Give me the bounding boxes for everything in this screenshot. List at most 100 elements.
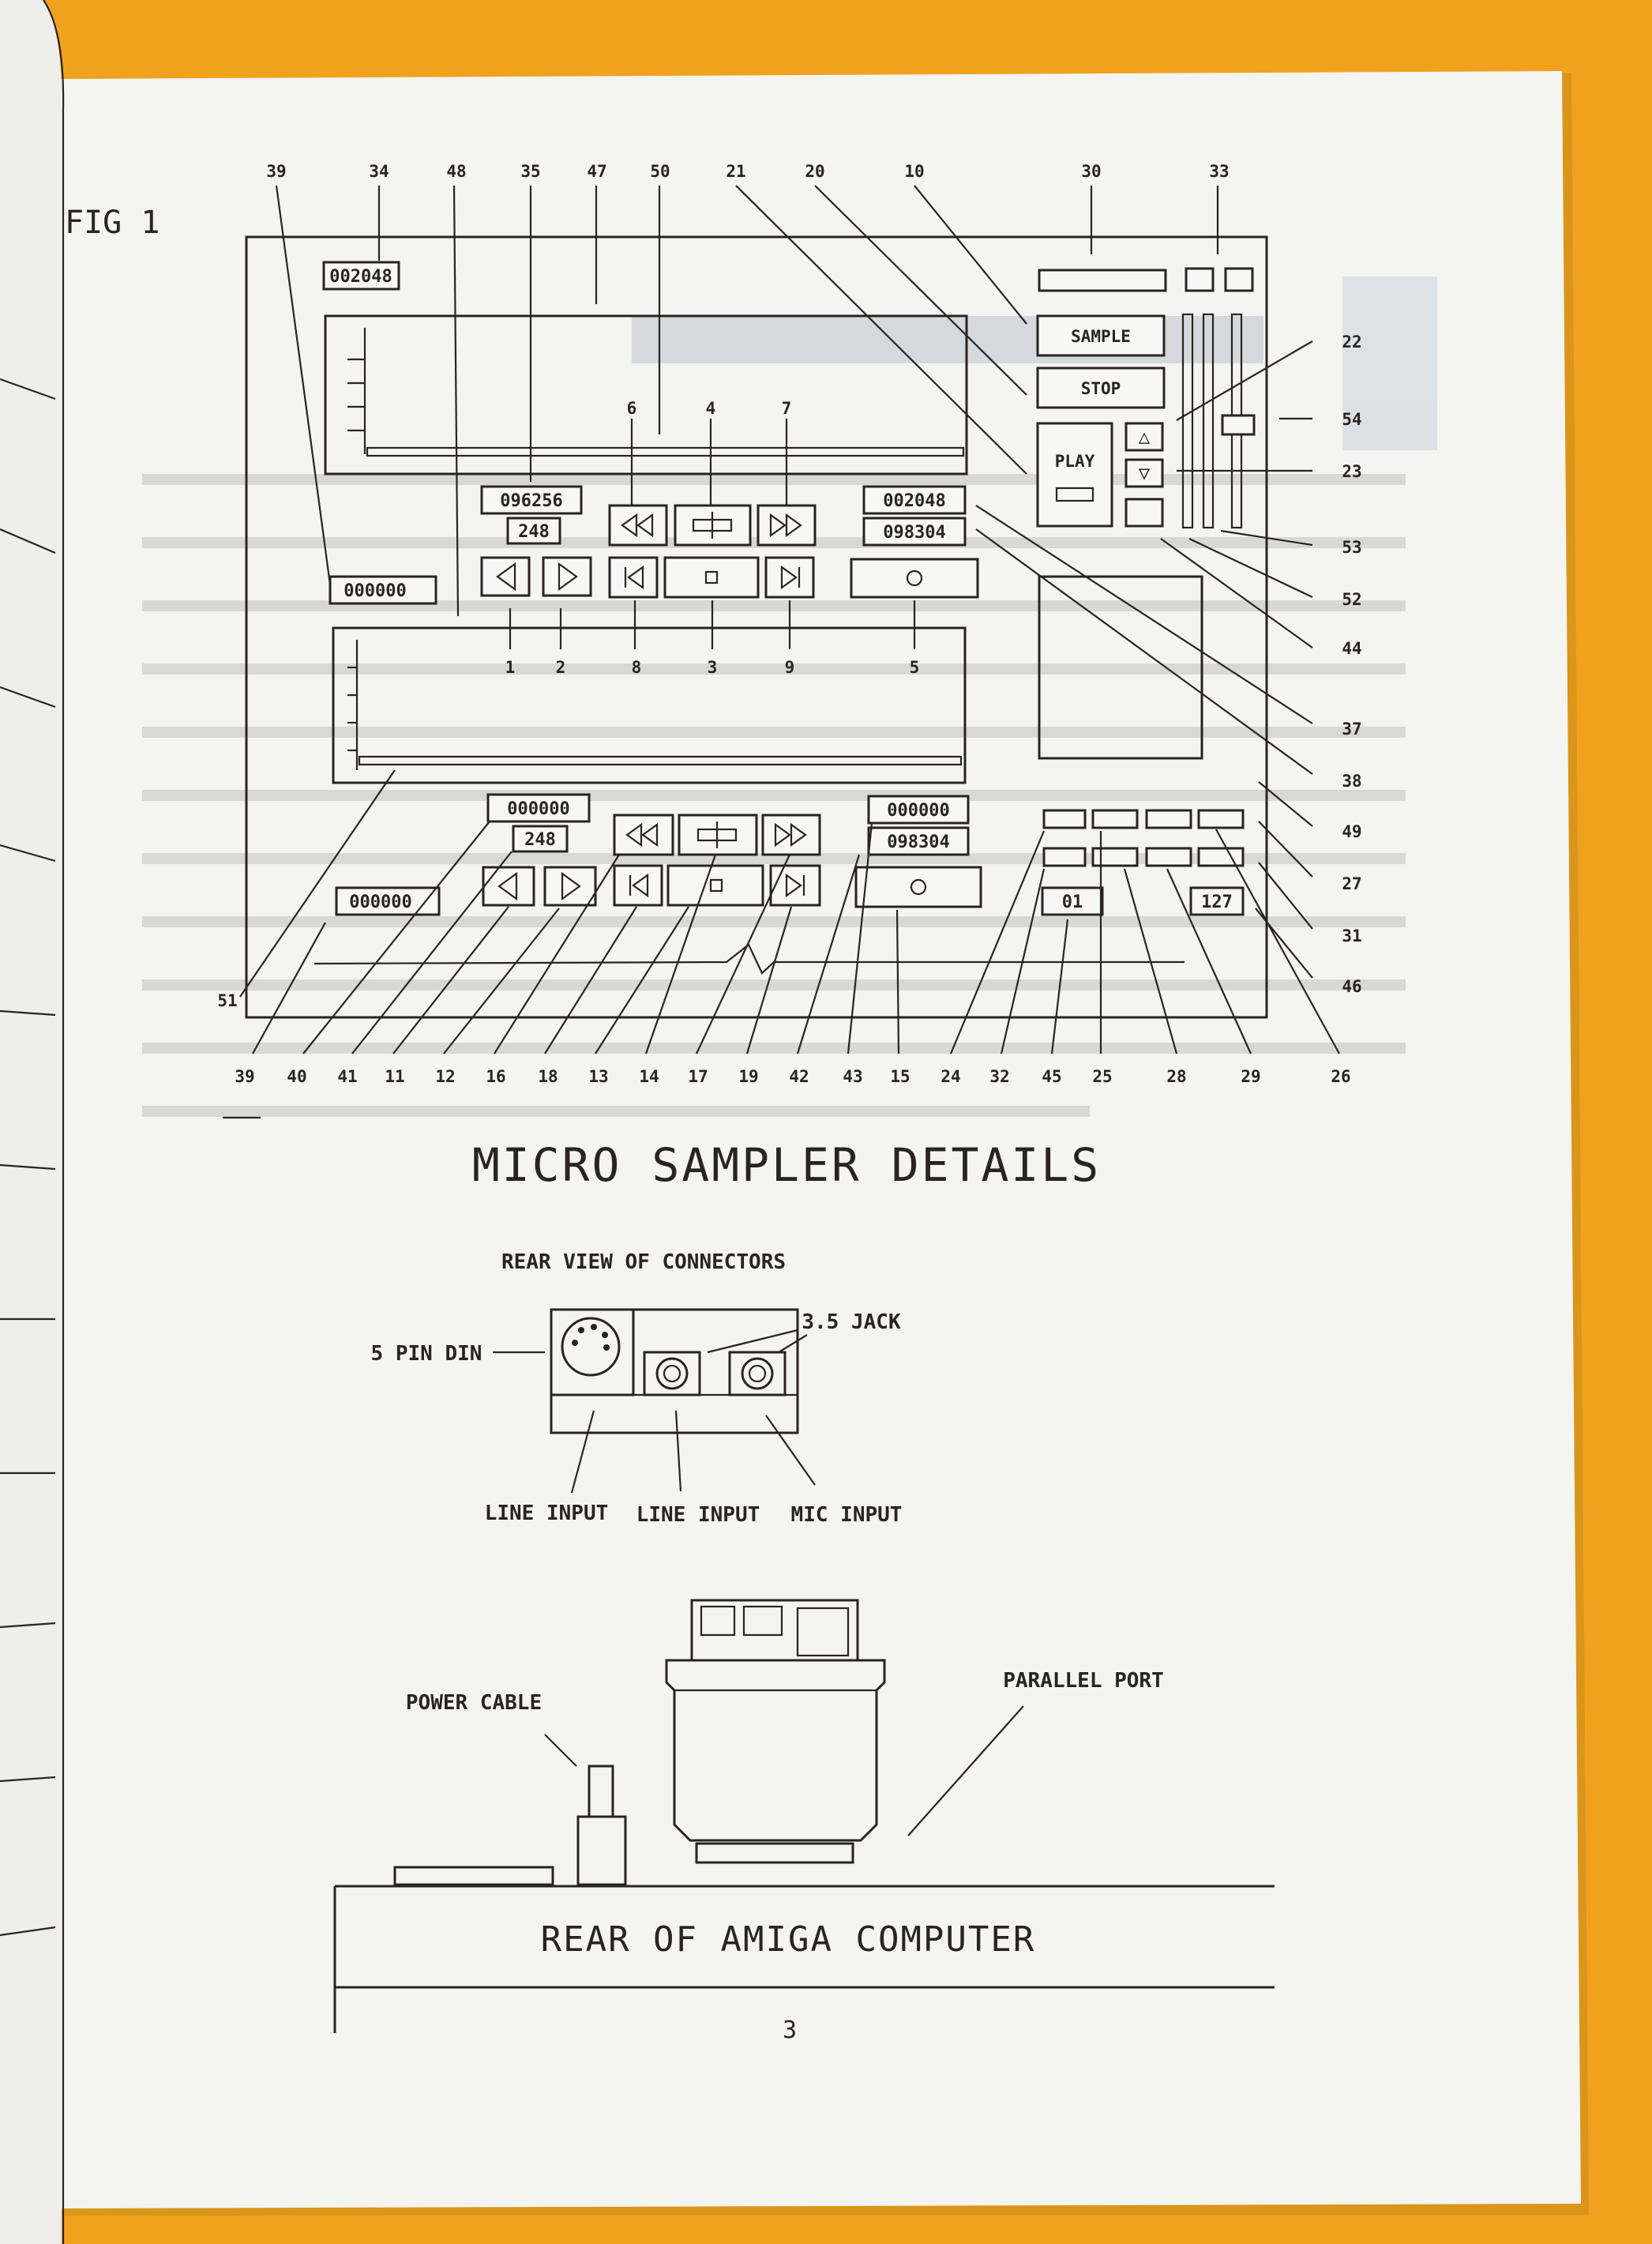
mic-input-label: MIC INPUT xyxy=(791,1503,903,1527)
jack-1-icon xyxy=(655,1357,689,1390)
amiga-diagram: POWER CABLE PARALLEL PORT REAR OF AMIGA … xyxy=(333,1599,1275,2033)
option-button[interactable] xyxy=(1197,809,1245,829)
callout-number: 44 xyxy=(1342,639,1361,658)
skip-start-icon xyxy=(629,873,649,898)
line-input-2-leader xyxy=(674,1410,682,1492)
status-bar xyxy=(1038,269,1167,292)
callout-number: 45 xyxy=(1042,1067,1061,1086)
option-button[interactable] xyxy=(1145,847,1192,867)
callout-number: 25 xyxy=(1092,1067,1112,1086)
port-strip xyxy=(393,1866,554,1886)
option-button[interactable] xyxy=(1042,847,1087,867)
volume-slider-handle[interactable] xyxy=(1221,414,1256,436)
callout-number: 17 xyxy=(688,1067,708,1086)
waveform-1-scrollbar[interactable] xyxy=(366,446,965,457)
loop-icon xyxy=(696,821,738,848)
ch1-next-button[interactable] xyxy=(542,556,592,597)
level-meter-right xyxy=(1202,313,1215,529)
callout-number: 43 xyxy=(843,1067,862,1086)
callout-number: 8 xyxy=(632,658,642,677)
callout-number: 14 xyxy=(639,1067,659,1086)
sampler-socket-1 xyxy=(700,1605,736,1637)
rewind-icon xyxy=(621,513,654,538)
callout-number: 2 xyxy=(556,658,566,677)
up-button[interactable] xyxy=(1124,422,1164,452)
aux-button[interactable] xyxy=(1124,498,1164,528)
callout-leaders xyxy=(239,185,1340,1054)
indicator-2 xyxy=(1224,267,1254,292)
ch2-size xyxy=(512,825,569,853)
parallel-connector xyxy=(695,1842,854,1864)
channel-box xyxy=(1041,886,1104,916)
jack-2-icon xyxy=(741,1357,774,1390)
preview-window xyxy=(1038,575,1203,760)
ch2-left-counter xyxy=(335,886,441,916)
callout-number: 34 xyxy=(369,162,389,181)
ch1-rewind-button[interactable] xyxy=(608,504,668,547)
figure-title: MICRO SAMPLER DETAILS xyxy=(472,1138,1101,1192)
fast-forward-icon xyxy=(774,822,807,848)
mic-input-leader xyxy=(765,1415,816,1486)
callout-number: 46 xyxy=(1342,977,1361,996)
amiga-rear-label: REAR OF AMIGA COMPUTER xyxy=(541,1919,1036,1960)
ch1-prev-button[interactable] xyxy=(480,556,531,597)
ch2-next-button[interactable] xyxy=(543,866,597,907)
ch2-rewind-button[interactable] xyxy=(613,814,674,856)
callout-number: 26 xyxy=(1331,1067,1350,1086)
ch1-size xyxy=(506,517,561,545)
option-button[interactable] xyxy=(1197,847,1245,867)
ch1-end-text: 098304 xyxy=(883,523,945,543)
channel-box-text: 01 xyxy=(1062,893,1083,912)
ch1-record-button[interactable] xyxy=(850,558,979,599)
callout-number: 53 xyxy=(1342,538,1361,557)
power-plug-tip xyxy=(588,1765,614,1818)
stop-label: STOP xyxy=(1081,379,1121,398)
callout-number: 32 xyxy=(989,1067,1009,1086)
down-button[interactable] xyxy=(1124,458,1164,488)
option-button[interactable] xyxy=(1091,847,1139,867)
line-input-1-label: LINE INPUT xyxy=(485,1502,609,1525)
ch1-start-button[interactable] xyxy=(608,556,659,599)
callout-number: 54 xyxy=(1342,410,1361,429)
option-button[interactable] xyxy=(1042,809,1087,829)
ch1-end-button[interactable] xyxy=(764,556,815,599)
ch2-record-button[interactable] xyxy=(854,866,982,908)
waveform-display-2 xyxy=(332,626,967,784)
sample-button[interactable] xyxy=(1036,314,1166,357)
jack-label: 3.5 JACK xyxy=(802,1310,901,1334)
option-button[interactable] xyxy=(1145,809,1192,829)
fig-label: FIG 1 xyxy=(65,205,160,241)
ch2-position-text: 000000 xyxy=(507,799,569,819)
jack-1-inner xyxy=(663,1364,681,1383)
ch1-start-text: 002048 xyxy=(883,491,945,511)
din-label: 5 PIN DIN xyxy=(371,1342,482,1366)
ch2-start-button[interactable] xyxy=(613,864,663,907)
parallel-port-label: PARALLEL PORT xyxy=(1003,1669,1164,1693)
callout-number: 40 xyxy=(287,1067,306,1086)
stop-icon xyxy=(704,570,719,584)
binder-ticks xyxy=(0,378,56,1937)
sampler-panel: 002048 096256 248 000000 002048 xyxy=(245,235,1268,1019)
option-button[interactable] xyxy=(1091,809,1139,829)
jack-1-block xyxy=(643,1351,701,1396)
ch2-stop-button[interactable] xyxy=(666,864,764,907)
callout-number: 39 xyxy=(266,162,286,181)
line-input-1-leader xyxy=(570,1410,595,1494)
stop-button[interactable] xyxy=(1036,366,1166,409)
play-button[interactable] xyxy=(1036,422,1113,528)
callout-number: 4 xyxy=(706,399,716,418)
power-leader xyxy=(544,1734,577,1767)
ch2-size-text: 248 xyxy=(524,830,556,850)
ch2-position xyxy=(486,793,591,823)
ch1-end-counter xyxy=(862,517,967,547)
ch2-end-button[interactable] xyxy=(769,864,821,907)
ch2-start-text: 000000 xyxy=(887,801,949,821)
ch2-prev-button[interactable] xyxy=(482,866,535,907)
skip-start-icon xyxy=(624,565,644,590)
waveform-2-scrollbar[interactable] xyxy=(358,755,963,766)
ch1-stop-button[interactable] xyxy=(663,556,760,599)
down-arrow-icon: ▽ xyxy=(1139,462,1151,484)
stop-icon xyxy=(709,878,723,893)
